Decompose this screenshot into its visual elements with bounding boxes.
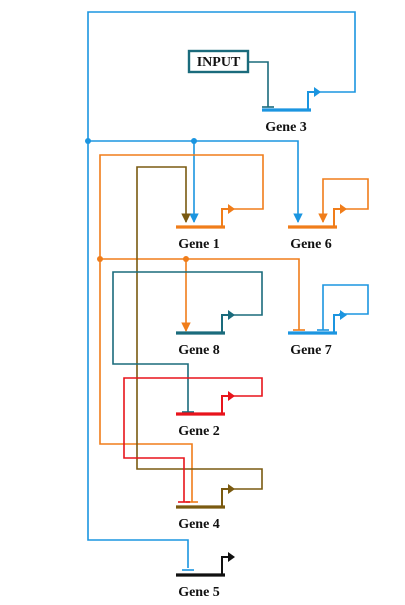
gene-3: Gene 3 xyxy=(262,87,321,135)
input-label: INPUT xyxy=(197,55,241,70)
gene-5-label: Gene 5 xyxy=(178,585,220,600)
gene8-output-wires xyxy=(112,271,263,413)
gene-6-label: Gene 6 xyxy=(290,237,332,252)
gene-7: Gene 7 xyxy=(288,310,347,358)
gene-6: Gene 6 xyxy=(288,204,347,252)
gene2-output-wires xyxy=(123,377,263,503)
junction-dot xyxy=(183,256,189,262)
gene-5: Gene 5 xyxy=(176,552,235,600)
gene-7-label: Gene 7 xyxy=(290,343,332,358)
gene-2: Gene 2 xyxy=(176,391,235,439)
gene-1: Gene 1 xyxy=(176,204,235,252)
gene1-output-wires xyxy=(97,154,305,503)
input-node: INPUT xyxy=(187,49,274,108)
gene4-output-wires xyxy=(136,166,263,490)
gene7-self-loop xyxy=(317,284,369,331)
junction-dot xyxy=(85,138,91,144)
gene-2-label: Gene 2 xyxy=(178,424,220,439)
junction-dot xyxy=(97,256,103,262)
gene-4-label: Gene 4 xyxy=(178,517,220,532)
gene-8: Gene 8 xyxy=(176,310,235,358)
gene-3-label: Gene 3 xyxy=(265,120,307,135)
junction-dot xyxy=(191,138,197,144)
gene6-self-loop xyxy=(318,178,369,223)
gene-1-label: Gene 1 xyxy=(178,237,220,252)
gene-8-label: Gene 8 xyxy=(178,343,220,358)
gene-4: Gene 4 xyxy=(176,484,235,532)
